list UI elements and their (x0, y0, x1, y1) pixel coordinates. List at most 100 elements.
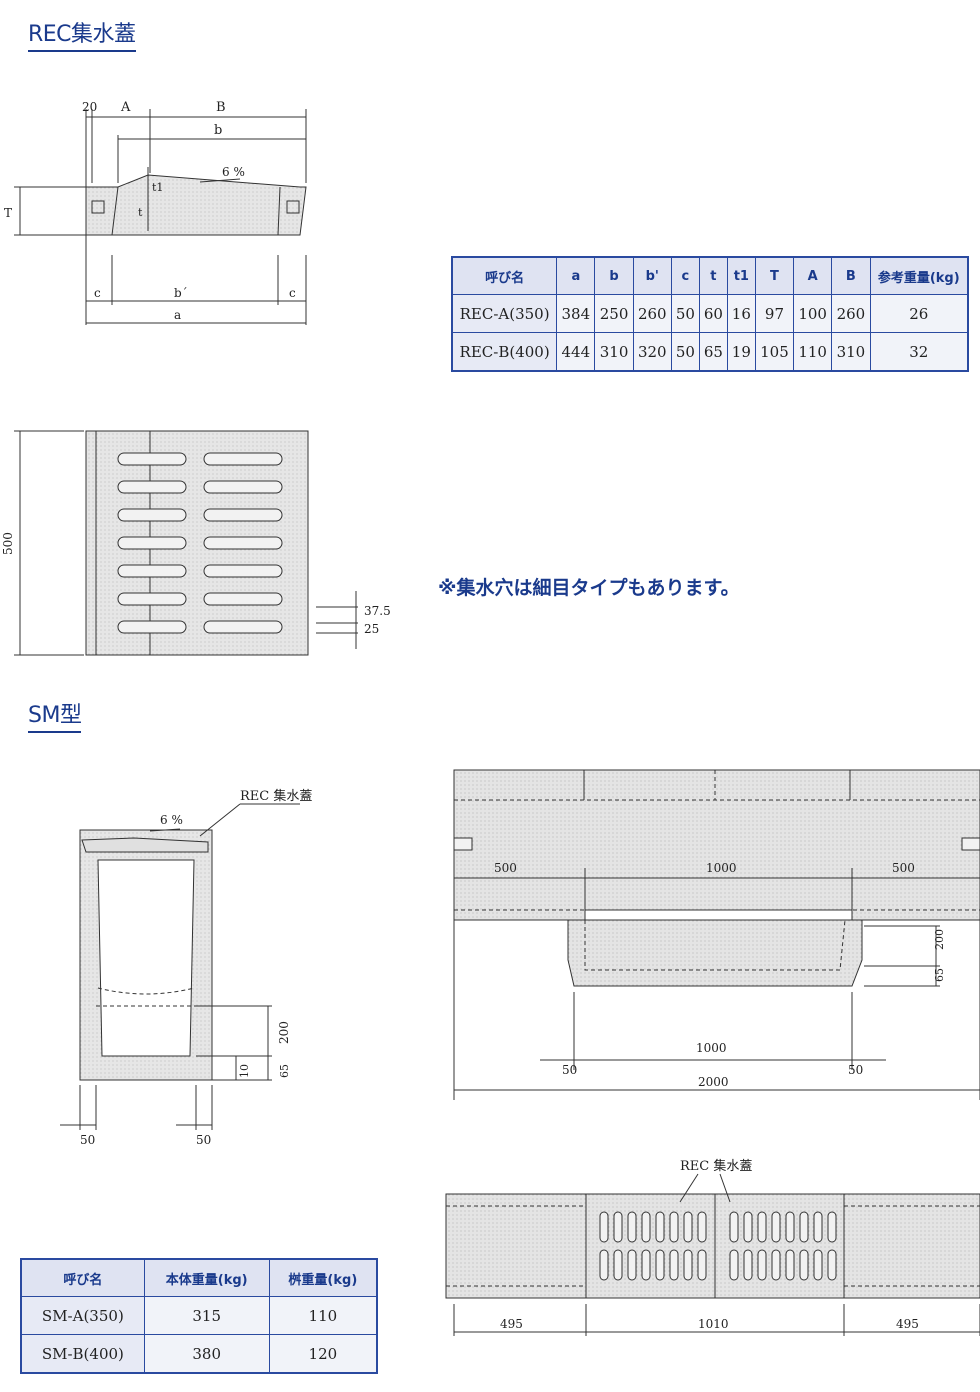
sm-cross-slope: 6 % (160, 813, 183, 827)
plan-dim-25: 25 (364, 622, 379, 636)
table-row: SM-A(350) 315 110 (20, 1296, 378, 1335)
elev-dim-500-left: 500 (494, 861, 517, 875)
drain-slot (771, 1211, 781, 1243)
drain-slot (203, 536, 283, 550)
drain-slot (117, 508, 187, 522)
drain-slot (757, 1211, 767, 1243)
note-text: ※集水穴は細目タイプもあります。 (438, 577, 740, 599)
rec-cell: 97 (754, 294, 795, 333)
drain-slot (729, 1211, 739, 1243)
drain-slot (117, 620, 187, 634)
drain-slot (117, 480, 187, 494)
dim-B: B (216, 100, 226, 115)
sm-th-body-weight: 本体重量(kg) (143, 1258, 270, 1297)
plan-dim-37-5: 37.5 (364, 604, 391, 618)
drain-slot (117, 536, 187, 550)
rec-cell: 260 (831, 294, 871, 333)
drain-slot (203, 452, 283, 466)
rec-cell: 384 (556, 294, 596, 333)
drain-slot (827, 1249, 837, 1281)
drain-slot (771, 1249, 781, 1281)
drain-slot (799, 1211, 809, 1243)
sm-cell: SM-A(350) (20, 1296, 145, 1335)
rec-cell: 110 (793, 332, 833, 372)
sm-plan-drawing: REC 集水蓋 495 1010 495 (445, 1158, 980, 1336)
drain-slot (813, 1249, 823, 1281)
drain-slot (613, 1249, 623, 1281)
drain-slot (627, 1249, 637, 1281)
rec-th-weight: 参考重量(kg) (869, 256, 969, 295)
drain-slot (203, 480, 283, 494)
sm-elevation-drawing: 500 1000 500 200 65 1000 50 50 2000 (453, 769, 980, 1100)
drain-slot (117, 564, 187, 578)
elev-dim-1000: 1000 (706, 861, 737, 875)
drain-slot (641, 1249, 651, 1281)
dim-20: 20 (82, 100, 97, 114)
rec-plan-drawing: 500 37.5 25 (1, 430, 391, 656)
dim-T: T (4, 206, 12, 220)
sm-cross-section-drawing: REC 集水蓋 6 % 200 10 65 50 50 (60, 788, 312, 1147)
dim-a: a (174, 308, 181, 322)
elev-dim-65: 65 (933, 968, 946, 982)
rec-cell: 50 (670, 332, 700, 372)
drain-slot (655, 1249, 665, 1281)
sm-cross-w-left: 50 (80, 1133, 95, 1147)
rec-th-t: t (698, 256, 728, 295)
rec-th-name: 呼び名 (451, 256, 558, 295)
drain-slot (655, 1211, 665, 1243)
sm-cross-h10: 10 (238, 1064, 251, 1078)
drain-slot (117, 452, 187, 466)
dim-t: t (138, 206, 143, 219)
rec-cell: 260 (632, 294, 672, 333)
rec-th-B: B (831, 256, 871, 295)
rec-cell: 250 (594, 294, 634, 333)
rec-cell: 19 (726, 332, 756, 372)
sm-cell: 120 (268, 1334, 378, 1374)
sm-cell: 110 (268, 1296, 378, 1335)
sm-spec-table: 呼び名 本体重量(kg) 桝重量(kg) SM-A(350) 315 110 S… (20, 1258, 378, 1374)
drain-slot (813, 1211, 823, 1243)
dim-b: b (214, 123, 222, 138)
drain-slot (669, 1211, 679, 1243)
rec-th-t1: t1 (726, 256, 756, 295)
sm-th-name: 呼び名 (20, 1258, 145, 1297)
dim-c-left: c (94, 286, 101, 300)
dim-b-prime: b´ (174, 286, 188, 300)
rec-th-bprime: b' (632, 256, 672, 295)
rec-cell: 60 (698, 294, 728, 333)
drain-slot (683, 1249, 693, 1281)
sm-plan-dim-495-right: 495 (896, 1317, 919, 1331)
drain-slot (697, 1249, 707, 1281)
rec-cell: 105 (754, 332, 795, 372)
sm-cross-w-right: 50 (196, 1133, 211, 1147)
drain-slots (117, 452, 283, 634)
sm-cell: 315 (143, 1296, 270, 1335)
dim-t1: t1 (152, 181, 163, 194)
drain-slot (203, 620, 283, 634)
sm-plan-label: REC 集水蓋 (680, 1158, 752, 1174)
table-row: SM-B(400) 380 120 (20, 1334, 378, 1374)
plan-dim-500: 500 (1, 532, 15, 555)
drain-slot (729, 1249, 739, 1281)
rec-cell: 32 (869, 332, 969, 372)
rec-cell: 65 (698, 332, 728, 372)
sm-table-header-row: 呼び名 本体重量(kg) 桝重量(kg) (20, 1258, 378, 1297)
rec-cell: REC-A(350) (451, 294, 558, 333)
rec-cell: 320 (632, 332, 672, 372)
rec-cell: 100 (793, 294, 833, 333)
sm-cross-label: REC 集水蓋 (240, 788, 312, 804)
drain-slot (203, 564, 283, 578)
drain-slot (117, 592, 187, 606)
drain-slot (203, 508, 283, 522)
elev-dim-bottom-50-left: 50 (562, 1063, 577, 1077)
drain-slot (757, 1249, 767, 1281)
drain-slot (683, 1211, 693, 1243)
rec-cross-section-drawing: 20 A B b 6 % t1 t T c b´ c a (4, 100, 307, 325)
drain-slot (785, 1249, 795, 1281)
drain-slot (785, 1211, 795, 1243)
rec-cell: 50 (670, 294, 700, 333)
rec-th-c: c (670, 256, 700, 295)
drain-slot (799, 1249, 809, 1281)
elev-dim-200: 200 (933, 929, 946, 950)
drain-slot (203, 592, 283, 606)
